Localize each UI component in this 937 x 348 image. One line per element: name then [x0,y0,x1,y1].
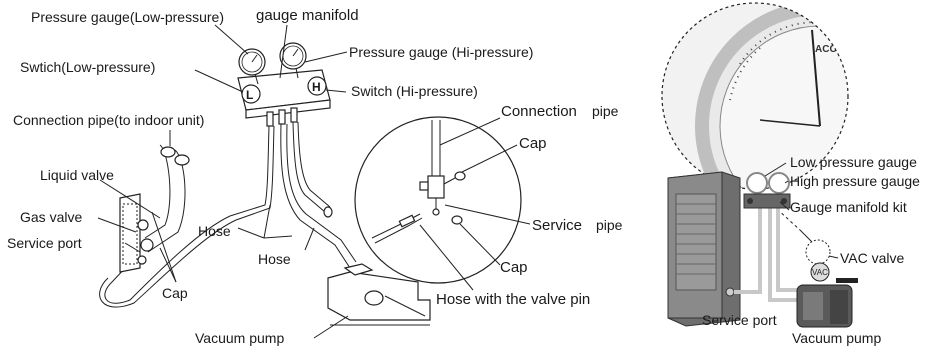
label-liquid-valve: Liquid valve [40,167,114,183]
knob-letter-low: L [246,88,253,102]
label-service-port-left: Service port [7,235,82,251]
vac-valve: VAC [806,240,830,281]
label-switch-hi: Switch (Hi-pressure) [351,83,478,99]
label-low-pressure-gauge: Low pressure gauge [790,154,917,170]
label-vacuum-pump-left: Vacuum pump [195,330,284,346]
switch-hi-knob: H [308,77,326,95]
label-hose-2: Hose [258,251,291,267]
label-connection-pipe-a-word: Connection [501,103,577,120]
label-service-pipe-a: Service [532,217,582,234]
right-hoses [734,205,800,300]
label-cap-bottom: Cap [500,259,528,276]
knob-letter-hi: H [312,80,321,94]
label-service-pipe-b: pipe [596,217,623,233]
label-vacuum-pump-right: Vacuum pump [792,330,881,346]
label-high-pressure-gauge: High pressure gauge [790,173,920,189]
label-connection-pipe-a: Connection [501,103,577,120]
label-cap-top: Cap [519,135,547,152]
detail-circle: Connection pipe Cap Service pipe Cap Hos… [355,103,623,308]
label-vac-valve: VAC valve [840,250,905,266]
label-switch-low: Swtich(Low-pressure) [20,59,155,75]
label-gauge-manifold-kit: Gauge manifold kit [790,199,907,215]
label-hose-1: Hose [198,223,231,239]
vac-tag: VAC [812,268,828,277]
detail-circle-outline [355,117,521,283]
label-pressure-gauge-low: Pressure gauge(Low-pressure) [31,9,224,25]
label-pressure-gauge-hi: Pressure gauge (Hi-pressure) [349,44,533,60]
vacuum-pump-right [797,278,858,327]
label-connection-pipe-b: pipe [592,103,619,119]
label-cap-left: Cap [162,285,188,301]
label-gas-valve: Gas valve [20,209,82,225]
switch-low-knob: L [242,85,260,103]
label-gauge-manifold: gauge manifold [256,7,359,24]
right-diagram: ACCURA TASCO [662,3,937,346]
label-hose-with-valve-pin: Hose with the valve pin [436,291,590,308]
label-service-port-right: Service port [702,312,777,328]
outdoor-unit [668,172,740,326]
gauge-brand-side: TASCO [880,115,907,124]
gauge-brand-top: ACCURA [815,44,858,55]
gauge-manifold: L H [238,43,330,126]
label-connection-pipe-indoor: Connection pipe(to indoor unit) [13,112,204,128]
